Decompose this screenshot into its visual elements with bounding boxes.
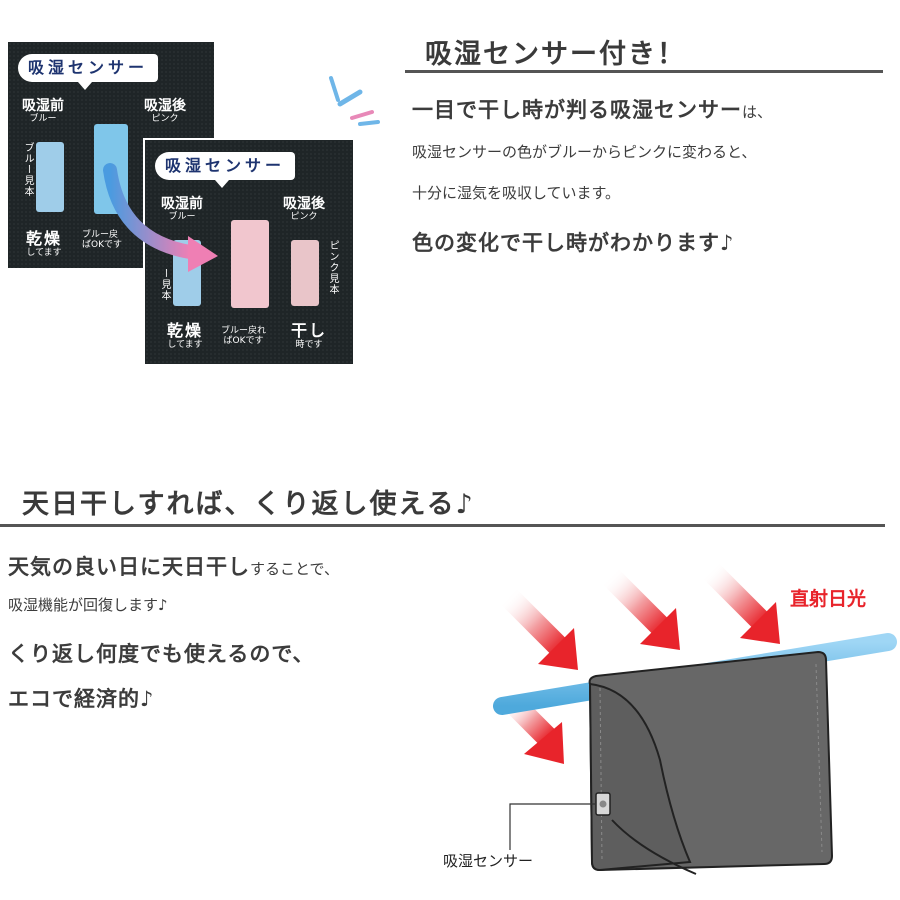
card1-blue-sample-label: ブルー見本 bbox=[22, 142, 33, 197]
card2-after-sub: ピンク bbox=[290, 212, 318, 223]
card2-title: 吸湿センサー bbox=[155, 152, 296, 188]
section1-heading: 吸湿センサー付き！ bbox=[425, 39, 686, 70]
section1-line1-tail: は、 bbox=[742, 103, 773, 121]
sensor-card-after: 吸湿センサー 吸湿前 ブルー 吸湿後 ピンク ー見本 ピンク見本 乾燥 してます… bbox=[145, 140, 353, 364]
card1-return-label: ブルー戻 ばOKです bbox=[82, 230, 122, 251]
card1-title: 吸湿センサー bbox=[18, 54, 159, 90]
sunlight-label: 直射日光 bbox=[790, 588, 867, 610]
card1-dry-sub: してます bbox=[26, 248, 62, 259]
card2-before-label: 吸湿前 ブルー bbox=[161, 196, 203, 222]
sunlight-arrow-icon bbox=[702, 562, 780, 644]
section1-divider bbox=[405, 70, 883, 73]
section1-line1: 一目で干し時が判る吸湿センサーは、 bbox=[412, 94, 772, 124]
section1-line2-text: 吸湿センサーの色がブルーからピンクに変わると、 bbox=[412, 143, 757, 161]
card2-return-line1: ブルー戻れ bbox=[221, 326, 267, 336]
section1-line4-text: 色の変化で干し時がわかります♪ bbox=[412, 231, 735, 255]
card2-dry-label: 乾燥 してます bbox=[167, 321, 204, 351]
card2-before-main: 吸湿前 bbox=[161, 196, 203, 212]
card1-blue-sample-swatch bbox=[36, 142, 64, 212]
card2-dry-sub: してます bbox=[167, 340, 203, 351]
section2-line1: 天気の良い日に天日干しすることで、 bbox=[8, 551, 339, 581]
card1-return-line1: ブルー戻 bbox=[82, 230, 119, 240]
card1-sensor-swatch bbox=[94, 124, 128, 214]
card2-sensor-swatch bbox=[231, 220, 269, 308]
sunlight-arrow-icon bbox=[602, 568, 680, 650]
card2-dry-main: 乾燥 bbox=[167, 321, 204, 340]
drying-rod bbox=[493, 633, 897, 715]
section1-line3-text: 十分に湿気を吸収しています。 bbox=[412, 184, 621, 202]
card1-before-sub: ブルー bbox=[29, 114, 57, 125]
section2-line2: 吸湿機能が回復します♪ bbox=[8, 594, 168, 615]
card2-before-sub: ブルー bbox=[168, 212, 196, 223]
card2-drytime-label: 干し 時です bbox=[291, 321, 328, 351]
section2-line4-text: エコで経済的♪ bbox=[8, 687, 155, 711]
section2-heading: 天日干しすれば、くり返し使える♪ bbox=[22, 489, 475, 520]
card2-pink-sample-swatch bbox=[291, 240, 319, 306]
section1-line2: 吸湿センサーの色がブルーからピンクに変わると、 bbox=[412, 141, 756, 162]
section2-line2-text: 吸湿機能が回復します♪ bbox=[8, 596, 168, 614]
card2-pink-sample-label: ピンク見本 bbox=[327, 240, 338, 295]
card2-blue-sample-label: ー見本 bbox=[159, 268, 170, 301]
card1-after-label: 吸湿後 ピンク bbox=[144, 98, 186, 124]
card2-after-label: 吸湿後 ピンク bbox=[283, 196, 325, 222]
card2-return-label: ブルー戻れ ばOKです bbox=[221, 326, 266, 347]
card1-dry-main: 乾燥 bbox=[26, 229, 63, 248]
card2-return-line2: ばOKです bbox=[223, 336, 264, 347]
card1-before-label: 吸湿前 ブルー bbox=[22, 98, 64, 124]
section2-line3: くり返し何度でも使えるので、 bbox=[8, 638, 315, 668]
section1-line4: 色の変化で干し時がわかります♪ bbox=[412, 227, 734, 257]
section2-divider bbox=[0, 524, 885, 527]
sparkle-icon bbox=[329, 76, 380, 126]
section1-line3: 十分に湿気を吸収しています。 bbox=[412, 182, 620, 203]
section1-line1-emphasis: 一目で干し時が判る吸湿センサー bbox=[412, 98, 742, 122]
card1-before-main: 吸湿前 bbox=[22, 98, 64, 114]
card2-after-main: 吸湿後 bbox=[283, 196, 325, 212]
card1-return-line2: ばOKです bbox=[82, 240, 122, 251]
sensor-callout-label: 吸湿センサー bbox=[443, 852, 534, 870]
card1-dry-label: 乾燥 してます bbox=[26, 229, 63, 259]
card2-drytime-main: 干し bbox=[291, 321, 328, 340]
card1-after-main: 吸湿後 bbox=[144, 98, 186, 114]
sunlight-arrow-icon bbox=[500, 588, 578, 670]
card2-blue-sample-swatch bbox=[173, 240, 201, 306]
section2-line4: エコで経済的♪ bbox=[8, 683, 154, 713]
section2-line1-tail: することで、 bbox=[250, 560, 339, 578]
card2-drytime-sub: 時です bbox=[295, 340, 323, 351]
sensor-callout-line bbox=[509, 803, 596, 850]
section2-line3-text: くり返し何度でも使えるので、 bbox=[8, 642, 315, 666]
section2-line1-emphasis: 天気の良い日に天日干し bbox=[8, 555, 250, 579]
dehumidifier-sheet bbox=[588, 650, 834, 875]
card1-after-sub: ピンク bbox=[151, 114, 179, 125]
sunlight-arrow-icon bbox=[502, 692, 564, 764]
